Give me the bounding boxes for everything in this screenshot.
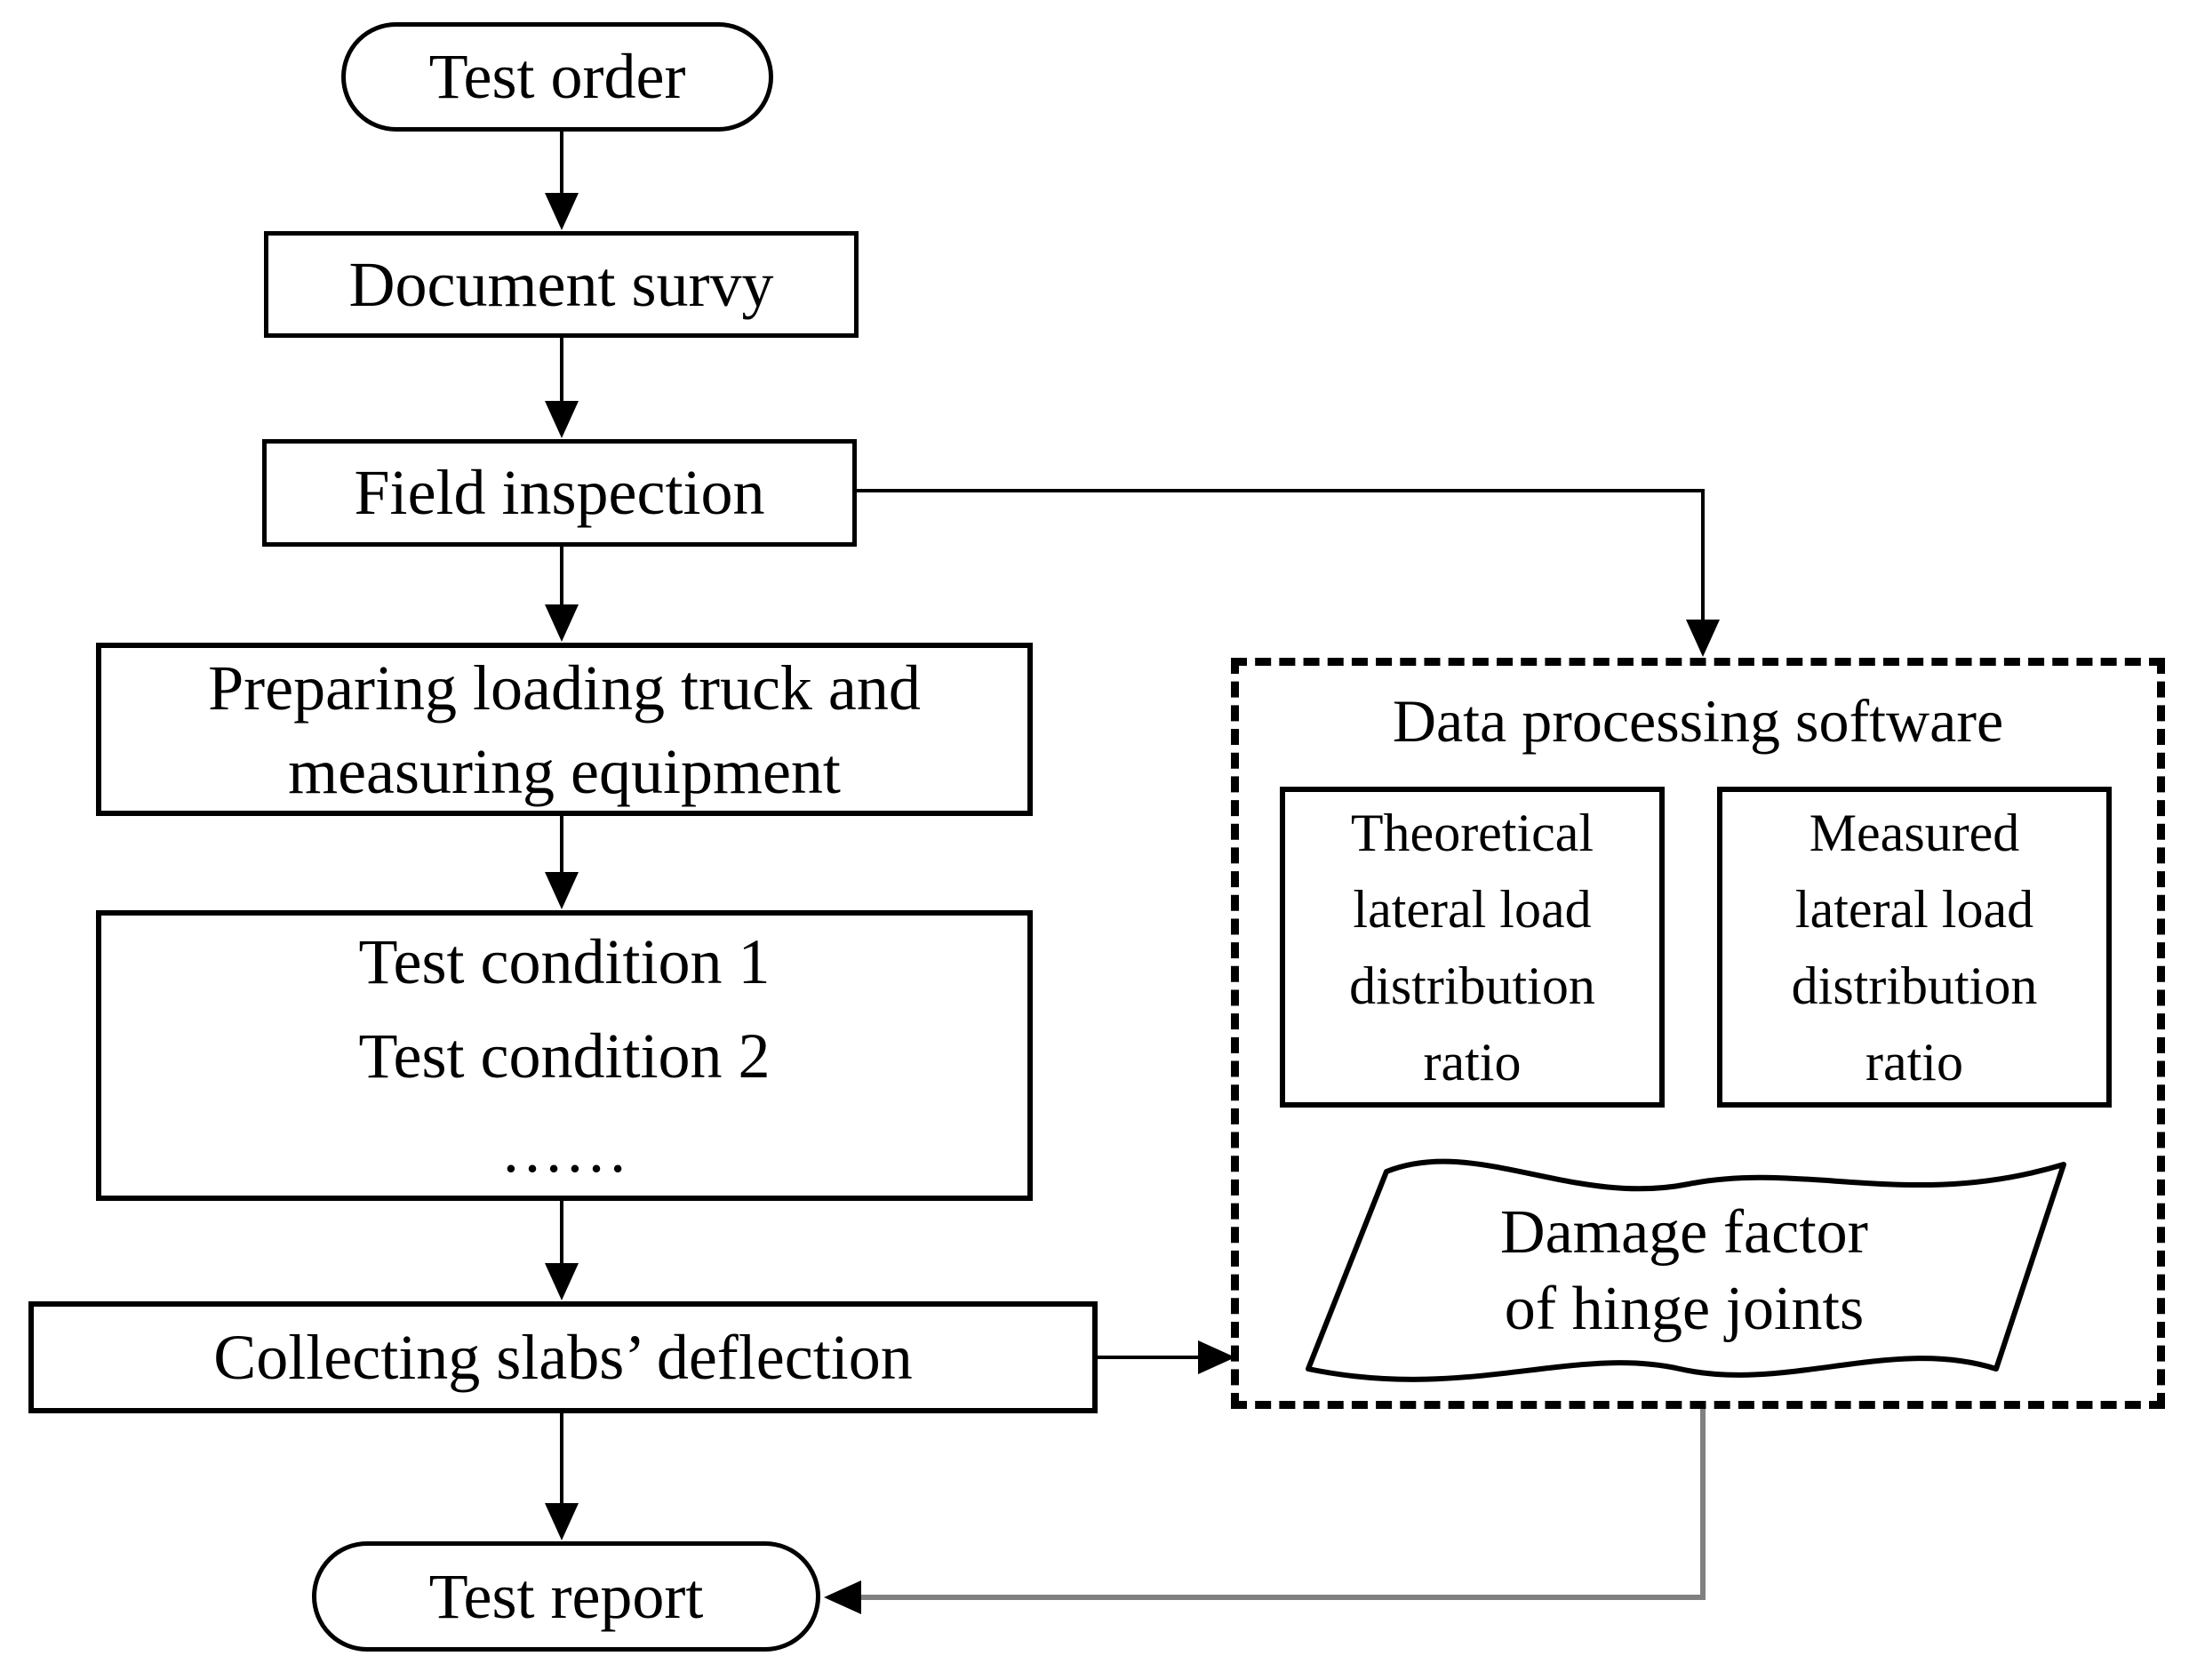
arrow-preparing-to-test-conditions [545,816,579,909]
arrow-test-conditions-to-collecting [545,1201,579,1300]
node-damage-factor-shape [1306,1158,2066,1382]
node-document-survey: Document survy [264,231,859,338]
node-measured-line4: ratio [1865,1032,1963,1092]
arrow-data-processing-to-test-report [824,1409,1706,1614]
node-test-conditions-line1: Test condition 1 [358,925,771,997]
node-damage-factor-line2: of hinge joints [1504,1275,1865,1343]
node-test-order: Test order [341,22,773,132]
node-measured-line3: distribution [1791,956,2038,1015]
node-test-report-label: Test report [428,1560,704,1632]
container-data-processing [1231,658,2165,1409]
node-theoretical-line1: Theoretical [1350,803,1594,862]
node-measured-line1: Measured [1809,803,2020,862]
node-measured-ratio: Measured lateral load distribution ratio [1717,787,2112,1108]
node-theoretical-ratio: Theoretical lateral load distribution ra… [1280,787,1665,1108]
node-damage-factor: Damage factor of hinge joints [1289,1161,2080,1381]
node-test-order-label: Test order [428,41,686,112]
arrow-collecting-to-data-processing [1098,1340,1235,1374]
node-damage-factor-line1: Damage factor [1500,1198,1868,1267]
node-test-conditions-ellipsis: …… [500,1114,628,1186]
arrow-field-inspection-to-data-processing [857,489,1720,657]
node-test-conditions: Test condition 1 Test condition 2 …… [96,910,1033,1201]
node-theoretical-line2: lateral load [1353,879,1592,939]
arrow-collecting-to-test-report [545,1413,579,1540]
node-measured-line2: lateral load [1794,879,2034,939]
node-document-survey-label: Document survy [348,248,774,320]
arrow-test-order-to-document-survey [545,132,579,230]
node-field-inspection: Field inspection [262,439,857,547]
node-preparing: Preparing loading truck and measuring eq… [96,643,1033,816]
node-test-conditions-line2: Test condition 2 [358,1020,771,1092]
node-test-report: Test report [312,1541,820,1652]
arrow-field-inspection-to-preparing [545,547,579,642]
node-theoretical-line3: distribution [1349,956,1595,1015]
data-processing-title-label: Data processing software [1392,686,2004,755]
node-preparing-line2: measuring equipment [288,735,841,807]
data-processing-title: Data processing software [1244,683,2152,759]
node-collecting-label: Collecting slabs’ deflection [213,1321,913,1393]
arrow-document-survey-to-field-inspection [545,338,579,438]
node-theoretical-line4: ratio [1423,1032,1522,1092]
node-field-inspection-label: Field inspection [354,457,765,528]
node-collecting: Collecting slabs’ deflection [28,1301,1098,1413]
node-preparing-line1: Preparing loading truck and [208,652,921,724]
